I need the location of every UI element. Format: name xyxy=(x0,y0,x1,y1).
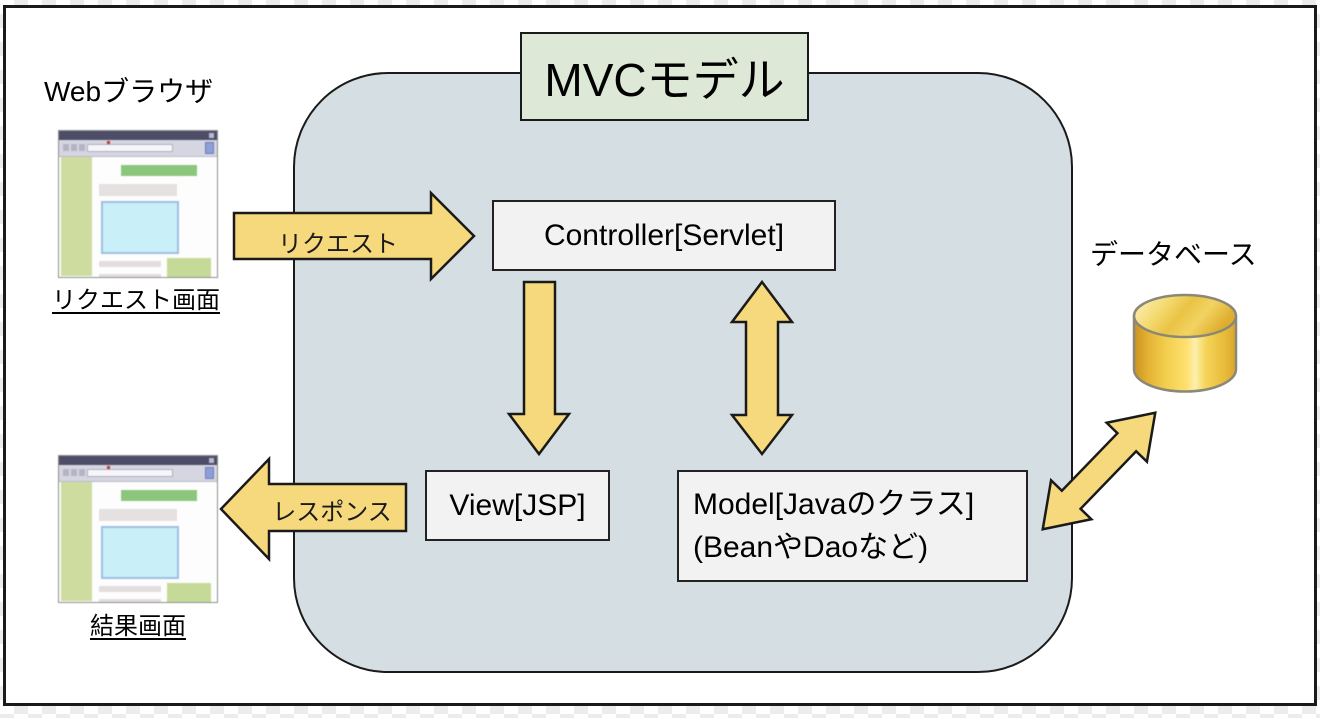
controller-model-arrow xyxy=(729,279,795,457)
request-screen-label: リクエスト画面 xyxy=(52,287,220,314)
result-screen-label: 結果画面 xyxy=(90,613,186,640)
browser-window-icon xyxy=(58,130,218,278)
model-box: Model[Javaのクラス] (BeanやDaoなど) xyxy=(677,470,1028,582)
request-arrow xyxy=(232,189,476,283)
view-box: View[JSP] xyxy=(425,470,610,541)
controller-label: Controller[Servlet] xyxy=(543,218,785,252)
browser-titlebar xyxy=(59,131,217,140)
model-label-line2: (BeanやDaoなど) xyxy=(693,531,929,564)
browser-titlebar xyxy=(59,456,217,465)
mvc-container-box xyxy=(293,72,1073,673)
response-arrow xyxy=(219,455,408,563)
web-browser-label: Webブラウザ xyxy=(44,76,214,107)
browser-page-content xyxy=(59,157,217,277)
model-database-arrow xyxy=(1041,411,1157,531)
controller-box: Controller[Servlet] xyxy=(492,200,836,271)
database-cylinder-icon xyxy=(1132,293,1238,393)
request-arrow-label: リクエスト xyxy=(278,231,398,258)
browser-page-content xyxy=(59,482,217,602)
browser-toolbar xyxy=(59,140,217,157)
response-arrow-label: レスポンス xyxy=(272,499,392,526)
controller-to-view-arrow xyxy=(506,280,572,457)
diagram-title-text: MVCモデル xyxy=(544,53,785,106)
database-label: データベース xyxy=(1090,239,1257,270)
browser-toolbar xyxy=(59,465,217,482)
diagram-title: MVCモデル xyxy=(520,32,809,121)
view-label: View[JSP] xyxy=(449,488,586,522)
model-label-line1: Model[Javaのクラス] xyxy=(693,488,975,521)
browser-window-icon xyxy=(58,455,218,603)
